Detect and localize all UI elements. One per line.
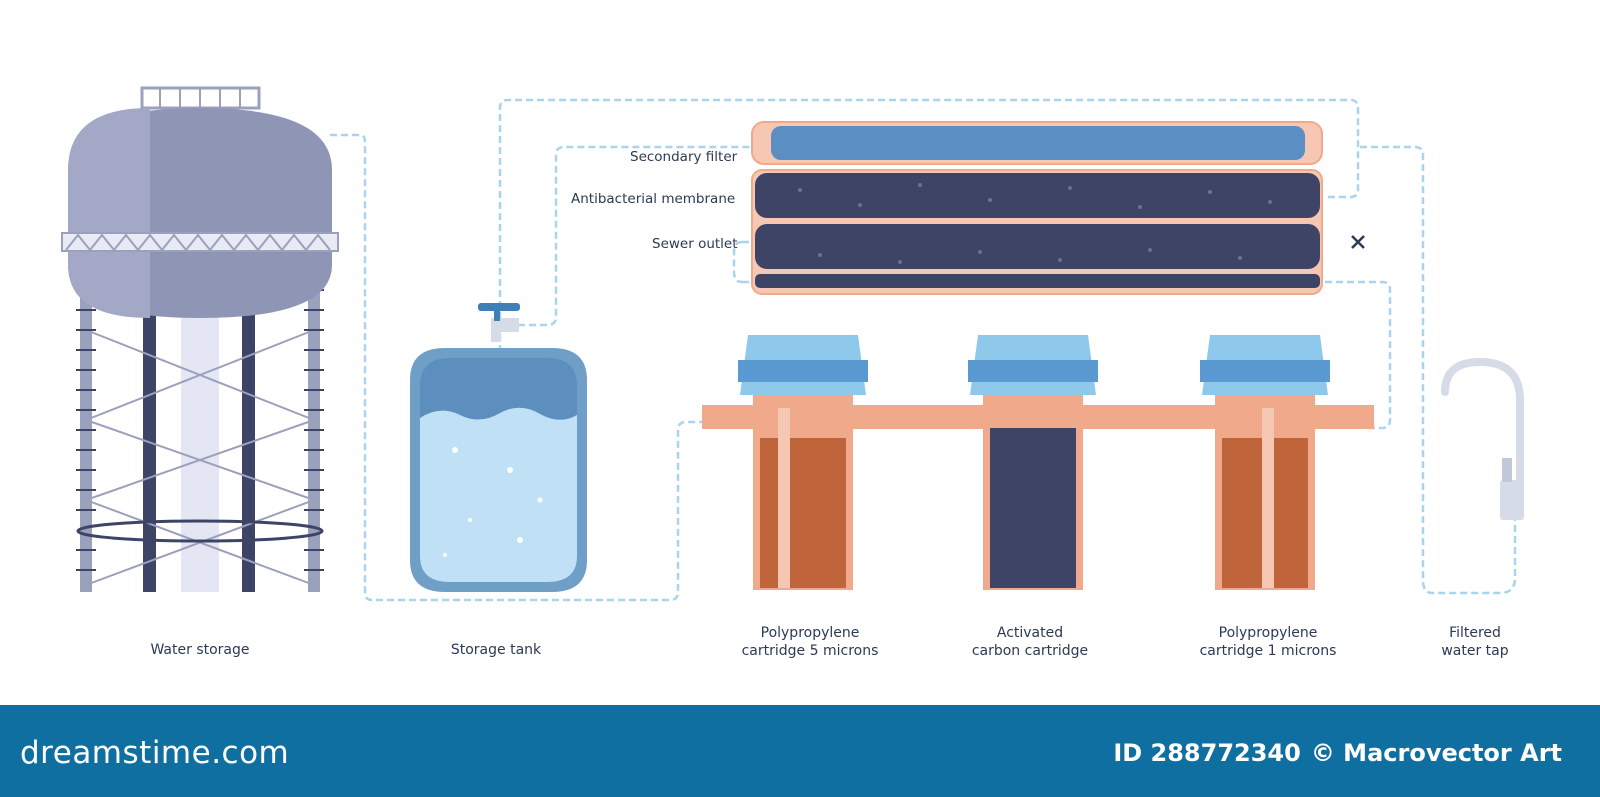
storage-tank bbox=[410, 303, 587, 592]
label-carbon-cartridge: Activated carbon cartridge bbox=[971, 625, 1089, 659]
image-id: ID 288772340 bbox=[1113, 739, 1301, 767]
filtered-water-faucet bbox=[1441, 357, 1524, 520]
label-pp5-cartridge: Polypropylene cartridge 5 microns bbox=[741, 625, 879, 659]
label-antibacterial-membrane: Antibacterial membrane bbox=[571, 191, 736, 207]
label-storage-tank: Storage tank bbox=[450, 642, 542, 658]
water-tower bbox=[61, 86, 339, 592]
cartridge-pp5 bbox=[738, 335, 868, 590]
label-pp1-cartridge: Polypropylene cartridge 1 microns bbox=[1199, 625, 1337, 659]
label-water-storage: Water storage bbox=[150, 642, 250, 658]
cartridge-carbon bbox=[968, 335, 1098, 590]
image-credit: ID 288772340 © Macrovector Art bbox=[1113, 739, 1572, 767]
sewer-tube bbox=[755, 224, 1320, 269]
cartridge-pp1 bbox=[1200, 335, 1330, 590]
author-credit: © Macrovector Art bbox=[1310, 739, 1562, 767]
label-secondary-filter: Secondary filter bbox=[630, 149, 738, 165]
membrane-filter-unit bbox=[751, 121, 1365, 295]
footer-bar: dreamstime.com ID 288772340 © Macrovector… bbox=[0, 705, 1600, 797]
antibacterial-membrane-tube bbox=[755, 173, 1320, 218]
label-sewer-outlet: Sewer outlet bbox=[652, 236, 738, 252]
sewer-outlet-x-icon bbox=[1351, 235, 1365, 249]
water-filtration-diagram bbox=[61, 86, 1524, 602]
secondary-filter-tube bbox=[771, 126, 1305, 160]
label-filtered-tap: Filtered water tap bbox=[1441, 625, 1509, 659]
brand-logo: dreamstime.com bbox=[20, 735, 290, 771]
